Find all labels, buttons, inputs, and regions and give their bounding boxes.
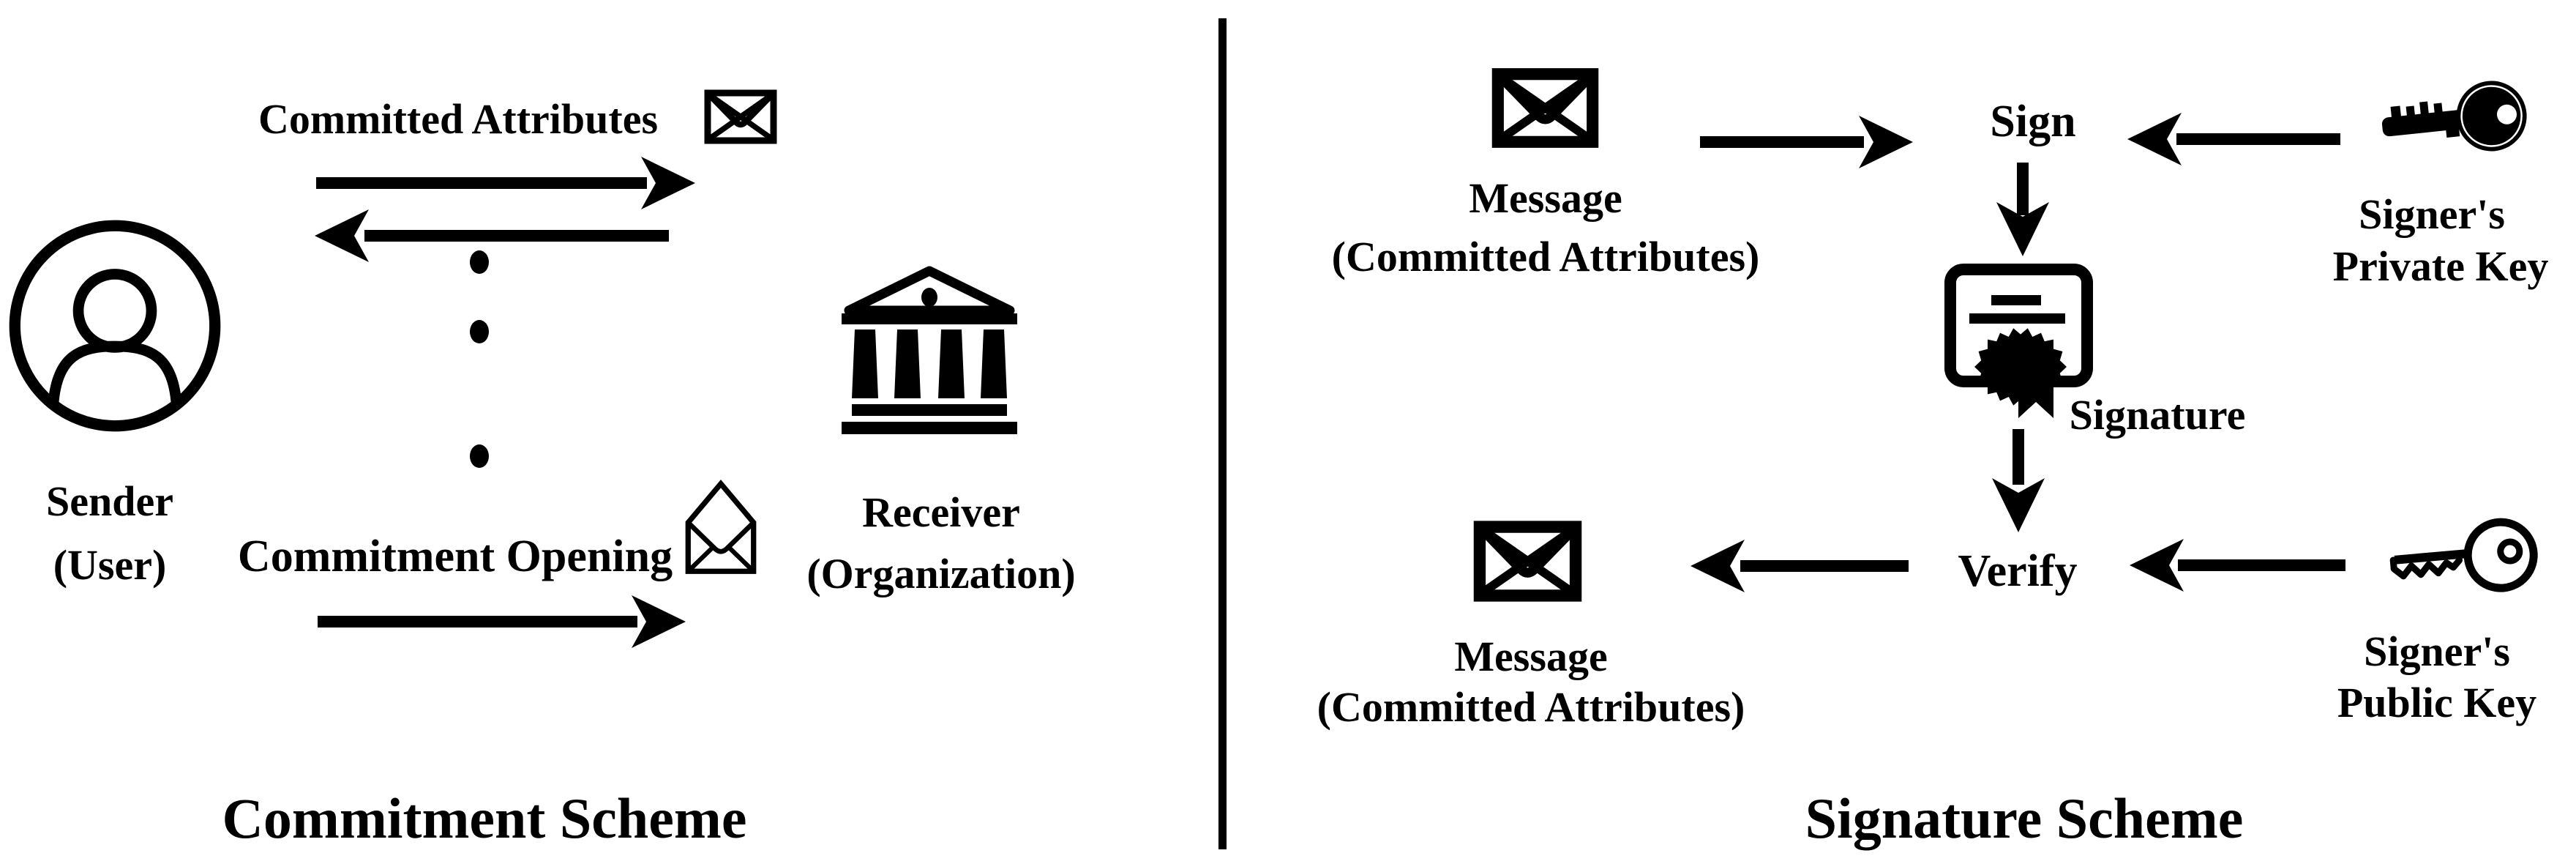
public-key-label-line1: Signer's — [2364, 627, 2510, 675]
arrow-right-committed-attributes-icon — [316, 157, 695, 209]
ellipsis-dots-icon — [470, 250, 489, 468]
sealed-envelope-icon — [1491, 68, 1599, 148]
arrow-sign-to-signature-icon — [1996, 163, 2049, 256]
certificate-seal-icon — [1944, 264, 2093, 418]
sealed-envelope-icon — [1473, 521, 1582, 602]
private-key-icon — [2381, 81, 2527, 152]
verify-label: Verify — [1958, 546, 2078, 596]
signature-scheme-title: Signature Scheme — [1805, 786, 2244, 850]
sign-label: Sign — [1990, 97, 2076, 146]
sender-label-line2: (User) — [53, 541, 167, 589]
sender-label-line1: Sender — [46, 477, 173, 525]
committed-attributes-label: Committed Attributes — [258, 95, 659, 143]
person-circle-icon — [9, 220, 221, 432]
receiver-label-line1: Receiver — [862, 488, 1020, 536]
public-key-icon — [2389, 518, 2538, 592]
arrow-left-response-icon — [315, 209, 669, 262]
open-envelope-icon — [685, 480, 757, 574]
sealed-envelope-icon — [704, 89, 777, 144]
arrow-public-key-to-verify-icon — [2130, 539, 2345, 592]
arrow-message-to-sign-icon — [1700, 116, 1913, 168]
bank-icon — [842, 266, 1017, 434]
arrow-private-key-to-sign-icon — [2127, 113, 2340, 165]
private-key-label-line1: Signer's — [2359, 190, 2505, 238]
public-key-label-line2: Public Key — [2337, 679, 2537, 726]
arrow-verify-to-message-icon — [1690, 540, 1909, 592]
private-key-label-line2: Private Key — [2332, 242, 2549, 290]
commitment-scheme-title: Commitment Scheme — [222, 786, 747, 850]
message-top-label-line1: Message — [1469, 174, 1622, 222]
commitment-opening-label: Commitment Opening — [237, 532, 673, 581]
message-bottom-label-line1: Message — [1454, 633, 1608, 680]
arrow-right-commitment-opening-icon — [318, 595, 686, 648]
panel-divider — [1218, 18, 1227, 849]
signature-label: Signature — [2069, 391, 2246, 439]
message-bottom-label-line2: (Committed Attributes) — [1317, 683, 1745, 731]
message-top-label-line2: (Committed Attributes) — [1331, 233, 1760, 280]
arrow-signature-to-verify-icon — [1992, 429, 2045, 532]
receiver-label-line2: (Organization) — [806, 550, 1076, 597]
